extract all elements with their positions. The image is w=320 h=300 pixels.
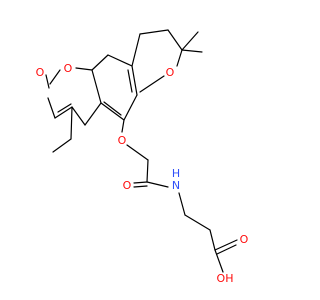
bond (214, 239, 238, 251)
atom-label-layer: O O O O O N H O OH (36, 62, 249, 285)
bond (54, 106, 73, 119)
bond (176, 49, 183, 67)
bond (209, 229, 216, 251)
bond (146, 181, 169, 188)
bond-layer (45, 29, 238, 273)
amide-nitrogen-label: N (172, 179, 180, 192)
hydroxyl-label: OH (217, 272, 234, 285)
bond (126, 144, 149, 161)
ether-oxygen-label: O (118, 134, 127, 147)
bond (57, 103, 72, 113)
bond (214, 249, 224, 273)
bond (47, 97, 56, 119)
bond (45, 74, 50, 89)
bond (167, 29, 183, 51)
bond (178, 192, 186, 216)
carbonyl-oxygen-label: O (36, 66, 45, 79)
bond (127, 69, 133, 93)
bond (146, 159, 149, 183)
amide-oxygen-label: O (123, 179, 132, 192)
pyran-ring-oxygen-label: O (166, 66, 175, 79)
bond (107, 54, 133, 67)
chemical-structure-diagram: O O O O O N H O OH (36, 29, 249, 285)
bond (131, 33, 141, 67)
bond (133, 181, 148, 184)
amide-hydrogen-label: H (172, 167, 180, 180)
bond (121, 119, 125, 133)
bond (181, 49, 203, 53)
bond (100, 102, 125, 121)
bond (123, 94, 138, 121)
bond (181, 31, 199, 51)
bond (71, 106, 86, 126)
acid-carbonyl-oxygen-label: O (240, 233, 249, 246)
bond (103, 101, 122, 116)
bond (216, 244, 237, 255)
bond (139, 75, 165, 93)
bond (49, 69, 61, 85)
bond (75, 67, 93, 71)
bond (52, 138, 72, 153)
bond (84, 102, 102, 126)
bond (91, 54, 109, 71)
bond (184, 214, 211, 231)
bond (70, 106, 73, 140)
bond (139, 29, 169, 35)
bond (133, 185, 148, 188)
bond (91, 69, 102, 104)
bond (131, 65, 138, 96)
pyranone-ring-oxygen-label: O (64, 62, 73, 75)
